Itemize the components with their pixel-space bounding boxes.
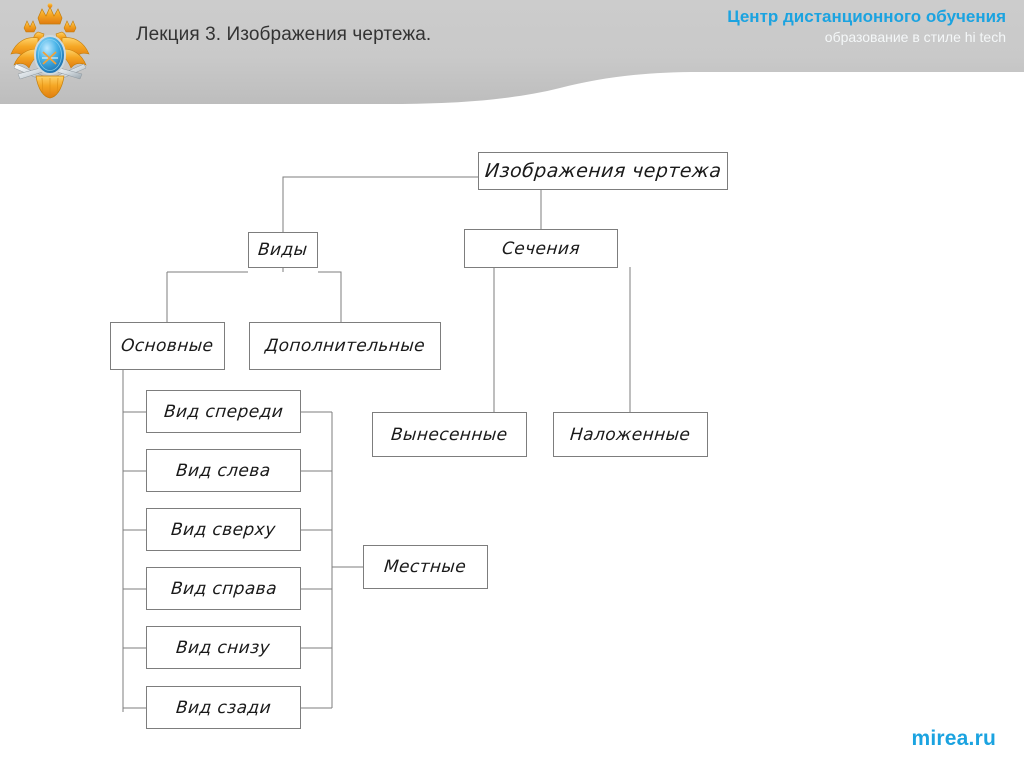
- node-views-extra[interactable]: Дополнительные: [249, 322, 441, 370]
- node-main-view-0-label: Вид спереди: [163, 401, 284, 422]
- node-main-view-2[interactable]: Вид сверху: [146, 508, 301, 551]
- node-sections-removed-label: Вынесенные: [390, 424, 509, 445]
- node-root[interactable]: Изображения чертежа: [478, 152, 728, 190]
- node-sections-overlaid[interactable]: Наложенные: [553, 412, 708, 457]
- node-main-view-2-label: Вид сверху: [170, 519, 277, 540]
- page-title: Лекция 3. Изображения чертежа.: [136, 24, 432, 45]
- node-local[interactable]: Местные: [363, 545, 488, 589]
- node-views[interactable]: Виды: [248, 232, 318, 268]
- brand-tagline: образование в стиле hi tech: [824, 29, 1006, 46]
- node-root-label: Изображения чертежа: [483, 160, 723, 182]
- node-main-view-5-label: Вид сзади: [175, 697, 272, 718]
- node-views-extra-label: Дополнительные: [264, 336, 426, 356]
- header-band: Лекция 3. Изображения чертежа. Центр дис…: [0, 0, 1024, 112]
- node-main-view-3-label: Вид справа: [169, 578, 278, 599]
- node-sections-removed[interactable]: Вынесенные: [372, 412, 527, 457]
- brand-block: Центр дистанционного обучения образовани…: [727, 6, 1006, 47]
- mirea-logo[interactable]: mirea.ru: [911, 727, 996, 750]
- header-shape: [0, 0, 1024, 104]
- diagram-connectors: [122, 176, 631, 712]
- node-views-main-label: Основные: [120, 336, 215, 356]
- node-main-view-1-label: Вид слева: [175, 460, 272, 481]
- node-main-view-3[interactable]: Вид справа: [146, 567, 301, 610]
- node-local-label: Местные: [383, 557, 468, 577]
- node-main-view-4-label: Вид снизу: [175, 637, 272, 658]
- node-views-main[interactable]: Основные: [110, 322, 225, 370]
- node-main-view-1[interactable]: Вид слева: [146, 449, 301, 492]
- brand-title: Центр дистанционного обучения: [727, 7, 1006, 26]
- node-views-label: Виды: [257, 240, 309, 260]
- node-sections-label: Сечения: [501, 238, 581, 259]
- node-sections-overlaid-label: Наложенные: [569, 424, 692, 445]
- node-sections[interactable]: Сечения: [464, 229, 618, 268]
- node-main-view-5[interactable]: Вид сзади: [146, 686, 301, 729]
- node-main-view-0[interactable]: Вид спереди: [146, 390, 301, 433]
- hierarchy-diagram: Изображения чертежа Виды Сечения Основны…: [0, 112, 1024, 729]
- node-main-view-4[interactable]: Вид снизу: [146, 626, 301, 669]
- russian-double-headed-eagle-emblem: [10, 3, 90, 99]
